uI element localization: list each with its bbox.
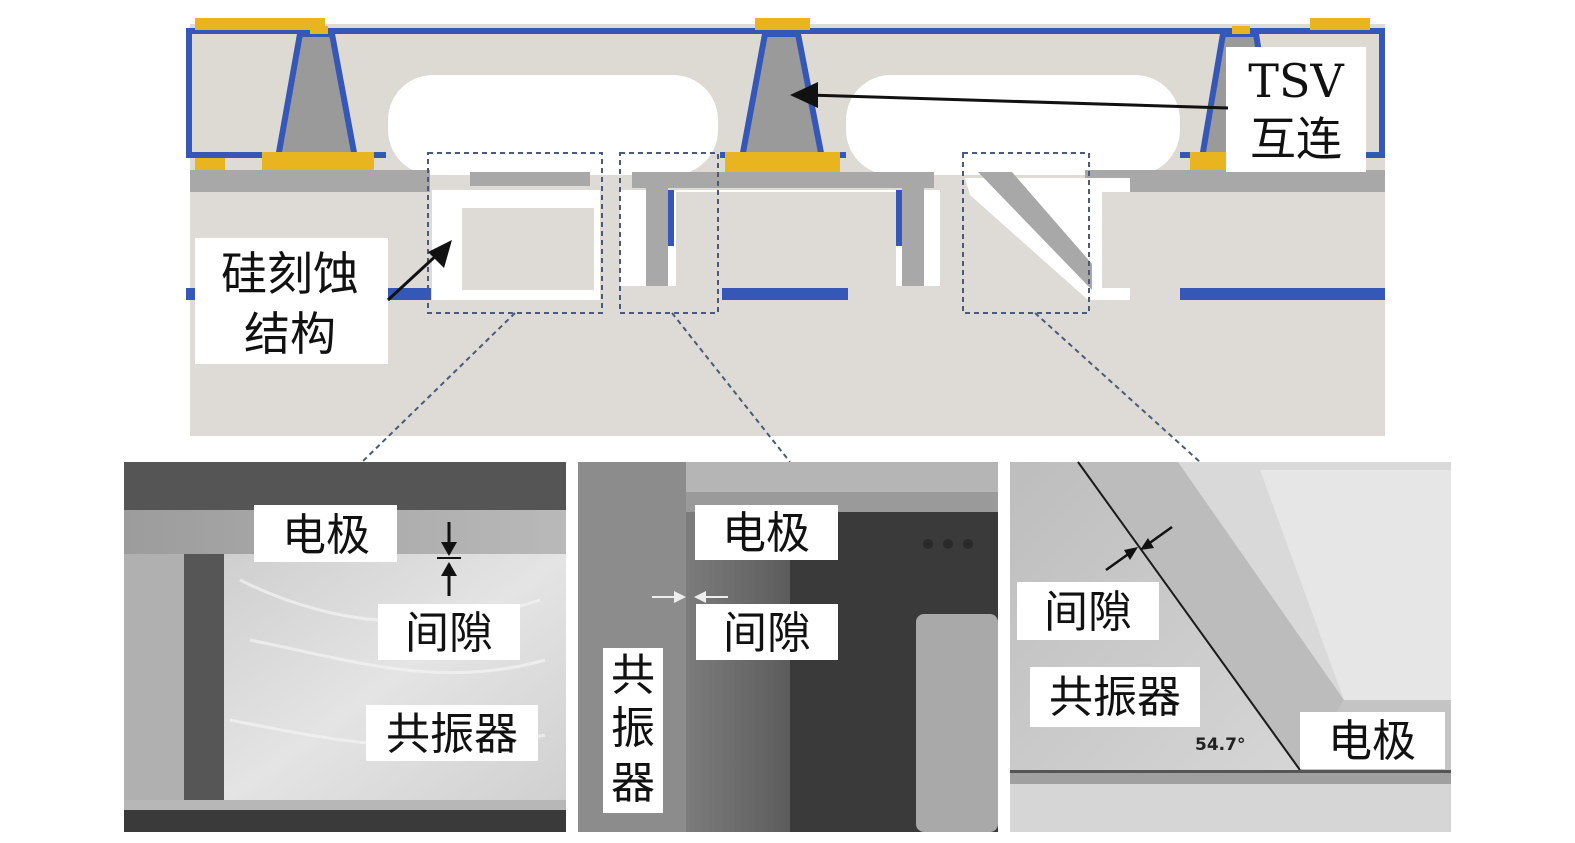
gold-pad-top-1 <box>195 18 325 30</box>
electrode-post-1 <box>668 190 674 246</box>
gold-pad-top-3 <box>1310 18 1370 30</box>
resonator-block-1 <box>462 208 594 290</box>
tsv-arrowhead <box>790 82 818 108</box>
tsv-label-box <box>1226 47 1366 172</box>
p3-resonator-label-box <box>1030 667 1200 727</box>
p1-resonator-label: 共振器 <box>386 709 518 760</box>
resonator-post-1 <box>646 185 668 286</box>
gold-bond-1 <box>195 158 225 170</box>
zoom-line-3 <box>1034 312 1201 463</box>
sem-panel-3: 间隙 共振器 电极 54.7° <box>1010 461 1451 832</box>
p2-electrode-label-box <box>695 505 838 560</box>
p2-resonator-char-2: 振 <box>611 703 655 754</box>
cross-section: TSV 互连 硅刻蚀 结构 <box>186 18 1385 463</box>
p1-electrode-label-box <box>254 505 397 562</box>
etch-label-line1: 硅刻蚀 <box>221 247 359 301</box>
oxide-layer-3 <box>632 172 934 188</box>
electrode-post-2 <box>896 190 902 246</box>
p2-resonator-char-3: 器 <box>611 758 655 809</box>
zoom-line-2 <box>671 312 791 463</box>
zoom-box-3 <box>962 152 1090 314</box>
gold-pad-top-4 <box>1232 26 1250 34</box>
zoom-box-2 <box>619 152 719 314</box>
etch-arrow <box>386 250 442 302</box>
slanted-electrode <box>978 172 1092 290</box>
etch-label-line2: 结构 <box>244 307 336 361</box>
p3-slant-edge <box>1077 461 1301 771</box>
tsv-label-line1: TSV <box>1248 54 1344 108</box>
p2-resonator-label-box <box>603 648 663 813</box>
electrode-beam-1 <box>468 192 588 206</box>
bottom-metal-2 <box>722 288 848 300</box>
cavity-left <box>388 75 718 175</box>
zoom-box-1 <box>427 152 603 314</box>
p2-resonator-char-1: 共 <box>611 650 655 701</box>
sem-panel-1: 电极 间隙 共振器 <box>124 462 566 832</box>
p1-electrode-label: 电极 <box>282 510 370 561</box>
p1-gap-label-box <box>378 604 520 660</box>
p2-electrode-block <box>916 614 998 832</box>
cap-blue-left <box>186 28 192 158</box>
sem-panel-2: 电极 间隙 共 振 器 <box>578 462 998 832</box>
p2-gap-label-box <box>696 604 838 660</box>
p3-angle-label: 54.7° <box>1195 735 1245 755</box>
p3-electrode-label-box <box>1300 712 1445 769</box>
resonator-post-2 <box>902 185 924 286</box>
gold-pad-top-2 <box>755 18 810 30</box>
p3-gap-label-box <box>1017 582 1159 640</box>
cavity-right <box>846 75 1180 175</box>
bottom-metal-3 <box>1180 288 1385 300</box>
p1-resonator-label-box <box>366 705 538 761</box>
resonator-block-2 <box>676 192 896 286</box>
p2-electrode-label: 电极 <box>722 508 810 559</box>
oxide-layer-4 <box>1085 170 1385 192</box>
oxide-under-gold <box>262 176 374 188</box>
p3-resonator-label: 共振器 <box>1049 672 1181 723</box>
tsv-label-line2: 互连 <box>1250 112 1342 166</box>
tsv-arrow <box>807 93 1229 110</box>
oxide-layer-2 <box>470 172 590 186</box>
etch-cavity-3-block <box>1102 192 1132 288</box>
p3-gap-label: 间隙 <box>1044 587 1132 638</box>
p3-electrode-label: 电极 <box>1328 716 1416 767</box>
p2-gap-label: 间隙 <box>723 608 811 659</box>
cap-blue-right <box>1379 28 1385 158</box>
gold-pad-top-5 <box>310 26 328 34</box>
p1-gap-label: 间隙 <box>405 608 493 659</box>
etch-label-box <box>195 238 388 364</box>
etch-arrowhead <box>428 240 452 268</box>
